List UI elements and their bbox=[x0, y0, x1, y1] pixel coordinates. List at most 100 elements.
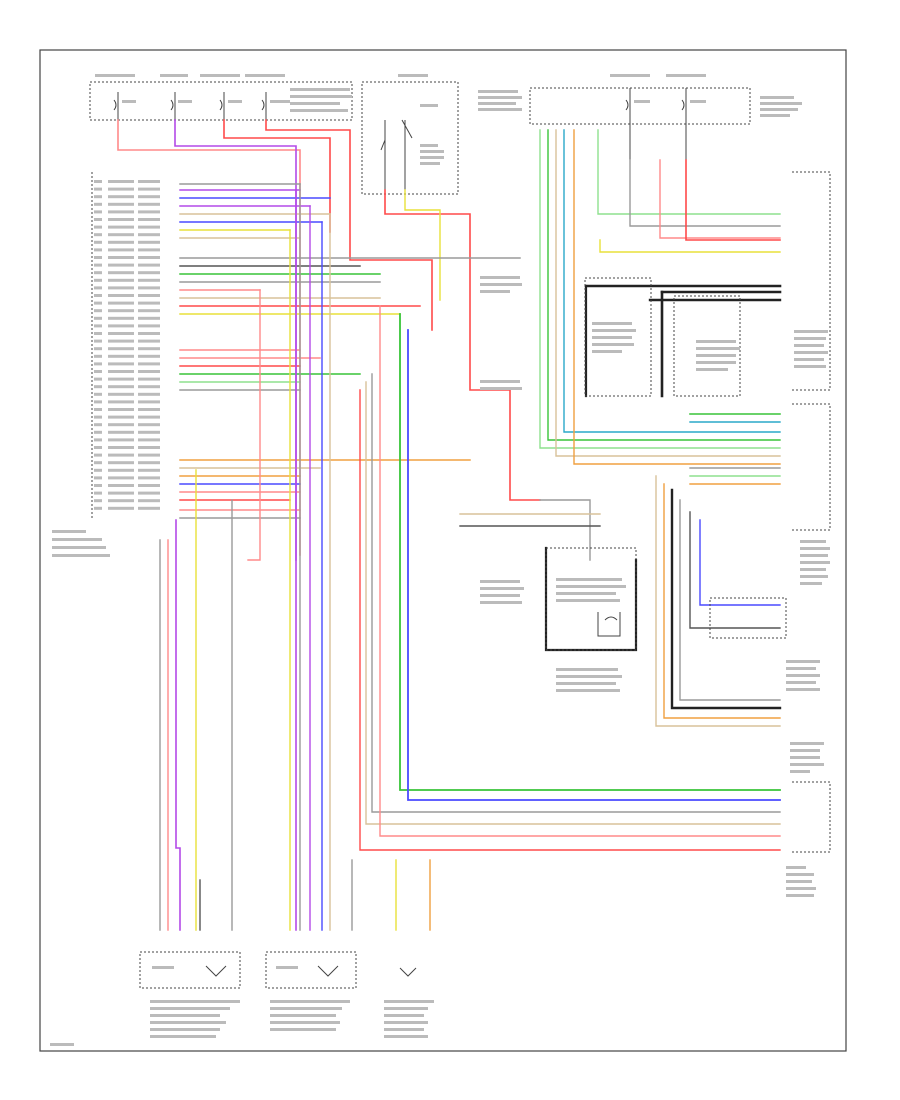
wire-bus bbox=[359, 389, 781, 851]
pin-label bbox=[108, 491, 134, 495]
pin-label bbox=[94, 476, 102, 480]
pin-label bbox=[94, 468, 102, 472]
pin-label bbox=[108, 339, 134, 343]
pin-label bbox=[108, 408, 134, 411]
pin-label bbox=[138, 286, 160, 290]
pin-label bbox=[94, 180, 102, 183]
pin-label bbox=[138, 423, 160, 427]
pin-label bbox=[94, 415, 102, 419]
pin-label bbox=[138, 392, 160, 396]
wire-ecm bbox=[699, 519, 781, 606]
pin-label bbox=[138, 430, 160, 434]
pin-label bbox=[94, 400, 102, 404]
pin-label bbox=[138, 218, 160, 221]
pin-label bbox=[94, 240, 102, 244]
pin-label bbox=[108, 453, 134, 457]
pin-label bbox=[138, 415, 160, 419]
pin-label bbox=[138, 385, 160, 389]
pin-label bbox=[138, 491, 160, 495]
pin-label bbox=[138, 461, 160, 465]
pin-label bbox=[138, 294, 160, 297]
pin-label bbox=[138, 347, 160, 351]
pin-label bbox=[94, 461, 102, 465]
pin-label bbox=[108, 362, 134, 366]
page-border bbox=[39, 49, 847, 1052]
pin-label bbox=[94, 248, 102, 252]
pin-label bbox=[108, 385, 134, 389]
pin-label bbox=[108, 484, 134, 487]
pin-label bbox=[138, 438, 160, 442]
pin-label bbox=[94, 210, 102, 214]
pin-label bbox=[108, 400, 134, 404]
wire-r bbox=[539, 129, 781, 449]
wire-layer bbox=[117, 119, 782, 931]
pin-label bbox=[138, 225, 160, 229]
wire-ecm bbox=[663, 483, 781, 719]
pin-label bbox=[108, 195, 134, 199]
wire-ecm bbox=[539, 499, 591, 561]
pin-label bbox=[138, 233, 160, 237]
pin-label bbox=[108, 271, 134, 275]
wire-v bbox=[247, 289, 261, 561]
pin-label bbox=[108, 506, 134, 510]
pin-label bbox=[94, 347, 102, 351]
wire-r bbox=[563, 129, 781, 433]
pin-label bbox=[138, 362, 160, 366]
pin-label bbox=[94, 218, 102, 221]
pin-label bbox=[108, 370, 134, 373]
pin-label bbox=[138, 453, 160, 457]
pin-label bbox=[108, 256, 134, 259]
wire-r bbox=[629, 159, 781, 227]
pin-label bbox=[94, 332, 102, 335]
pin-label bbox=[94, 423, 102, 427]
ignition-switch bbox=[361, 74, 459, 195]
pin-label bbox=[138, 202, 160, 206]
pin-label bbox=[94, 316, 102, 320]
wire-fuse3 bbox=[223, 119, 331, 233]
pin-label bbox=[138, 278, 160, 282]
pin-label bbox=[108, 461, 134, 465]
wire-r bbox=[597, 129, 781, 215]
pin-label bbox=[108, 225, 134, 229]
pin-label bbox=[138, 240, 160, 244]
pin-label bbox=[94, 430, 102, 434]
pin-label bbox=[94, 453, 102, 457]
pin-label bbox=[108, 324, 134, 328]
control-module-pins bbox=[91, 172, 160, 520]
pin-label bbox=[94, 506, 102, 510]
pin-label bbox=[94, 354, 102, 358]
wire-bus bbox=[371, 373, 781, 813]
pin-label bbox=[138, 195, 160, 199]
pin-label bbox=[108, 446, 134, 449]
pin-label bbox=[94, 263, 102, 267]
pin-label bbox=[94, 370, 102, 373]
pin-label bbox=[108, 332, 134, 335]
pin-label bbox=[94, 362, 102, 366]
pin-label bbox=[108, 438, 134, 442]
wire-in bbox=[175, 519, 181, 931]
pin-label bbox=[94, 309, 102, 313]
pin-label bbox=[138, 499, 160, 503]
wire-ecm bbox=[670, 488, 782, 710]
pin-label bbox=[94, 339, 102, 343]
wire-ign2 bbox=[404, 189, 441, 301]
pin-label bbox=[138, 332, 160, 335]
pin-label bbox=[108, 202, 134, 206]
pin-label bbox=[94, 385, 102, 389]
pin-label bbox=[108, 294, 134, 297]
pin-label bbox=[108, 263, 134, 267]
pin-label bbox=[138, 324, 160, 328]
pin-label bbox=[94, 294, 102, 297]
wire-fuse2 bbox=[174, 119, 297, 561]
pin-label bbox=[108, 430, 134, 434]
pin-label bbox=[108, 354, 134, 358]
pin-label bbox=[108, 499, 134, 503]
pin-label bbox=[108, 423, 134, 427]
control-module-label bbox=[52, 530, 110, 557]
pin-label bbox=[94, 187, 102, 191]
pin-label bbox=[94, 392, 102, 396]
pin-label bbox=[94, 491, 102, 495]
wire-ecm bbox=[655, 475, 781, 727]
pin-label bbox=[94, 499, 102, 503]
